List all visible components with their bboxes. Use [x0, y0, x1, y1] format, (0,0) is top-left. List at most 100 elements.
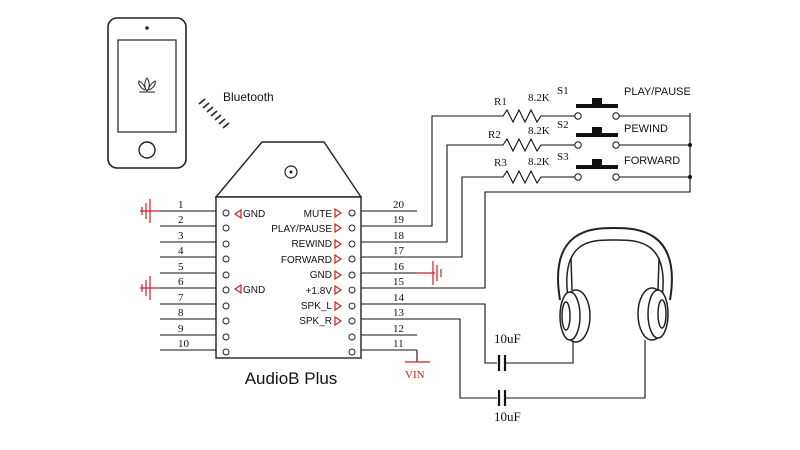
control-wires: [417, 113, 691, 399]
pin-2: 2: [160, 214, 230, 232]
right-pins: MUTE 20 PLAY/PAUSE 19 REWIND 18 FORWARD …: [271, 199, 417, 356]
pin-13: SPK_R 13: [299, 307, 417, 327]
pin-arrow-icon: [334, 222, 343, 234]
pin-1: 1: [160, 199, 230, 217]
svg-text:13: 13: [393, 307, 405, 319]
vin-connector: VIN: [405, 350, 430, 381]
resistor-r2: R2 8.2K: [488, 125, 570, 153]
svg-text:17: 17: [393, 245, 405, 257]
svg-text:SPK_R: SPK_R: [299, 316, 332, 327]
svg-text:GND: GND: [243, 285, 265, 296]
svg-text:15: 15: [393, 276, 405, 288]
svg-text:GND: GND: [310, 270, 332, 281]
svg-text:19: 19: [393, 214, 405, 226]
svg-text:R3: R3: [494, 157, 507, 169]
pin-19: PLAY/PAUSE 19: [271, 214, 417, 235]
pin-number: 6: [178, 276, 184, 288]
pin-arrow-icon: [233, 208, 242, 220]
pin-6: 6: [160, 276, 230, 294]
pin-16: GND 16: [310, 261, 417, 281]
pin-10: 10: [160, 338, 230, 356]
ground-symbol-icon: [140, 276, 160, 300]
switch-label: FORWARD: [624, 155, 680, 167]
pin-arrow-icon: [334, 269, 343, 281]
svg-text:PLAY/PAUSE: PLAY/PAUSE: [271, 224, 332, 235]
switch-s3: S3 FORWARD: [557, 151, 690, 181]
pin-6-gnd-label: GND: [233, 283, 265, 296]
vin-label: VIN: [405, 369, 425, 381]
bluetooth-signal-icon: [198, 98, 230, 129]
switch-label: PLAY/PAUSE: [624, 86, 691, 98]
ground-symbol-icon: [140, 199, 160, 223]
svg-text:+1.8V: +1.8V: [306, 286, 333, 297]
bluetooth-label: Bluetooth: [223, 90, 274, 104]
svg-text:S3: S3: [557, 151, 569, 163]
pin-9: 9: [160, 323, 230, 341]
svg-text:R2: R2: [488, 129, 501, 141]
svg-text:SPK_L: SPK_L: [301, 301, 333, 312]
lotus-logo-icon: [138, 77, 156, 93]
pin-5: 5: [160, 261, 230, 279]
pin-12: 12: [348, 323, 417, 341]
resistor-r1: R1 8.2K: [494, 92, 570, 124]
pin-15: +1.8V 15: [306, 276, 417, 297]
svg-text:12: 12: [393, 323, 404, 335]
pin-17: FORWARD 17: [281, 245, 417, 266]
pin-arrow-icon: [233, 283, 242, 295]
pin-7: 7: [160, 292, 230, 310]
pin-arrow-icon: [334, 284, 343, 296]
pin-number: 2: [178, 214, 184, 226]
svg-text:GND: GND: [243, 209, 265, 220]
svg-text:20: 20: [393, 199, 405, 211]
left-pins: 1 2 3 4 5 6 7 8: [160, 199, 230, 356]
smartphone: [107, 17, 187, 169]
pin-arrow-icon: [334, 300, 343, 312]
svg-text:8.2K: 8.2K: [528, 156, 550, 168]
pin-number: 4: [178, 245, 184, 257]
svg-text:11: 11: [393, 338, 404, 350]
pin-number: 3: [178, 230, 184, 242]
svg-text:14: 14: [393, 292, 405, 304]
capacitor-right: 10uF: [494, 340, 646, 424]
pin-arrow-icon: [334, 238, 343, 250]
pin-number: 1: [178, 199, 184, 211]
svg-text:FORWARD: FORWARD: [281, 255, 332, 266]
pin-8: 8: [160, 307, 230, 325]
pin-number: 9: [178, 323, 184, 335]
pin-arrow-icon: [334, 207, 343, 219]
ground-symbol-icon: [417, 261, 442, 285]
svg-text:MUTE: MUTE: [304, 209, 333, 220]
switch-rail-dots: [688, 143, 692, 179]
headphones-icon: [557, 226, 673, 343]
pin-number: 7: [178, 292, 184, 304]
svg-text:10uF: 10uF: [494, 409, 521, 424]
svg-text:S2: S2: [557, 119, 569, 131]
audiob-module: [214, 141, 363, 359]
pin-14: SPK_L 14: [301, 292, 417, 312]
svg-text:REWIND: REWIND: [291, 239, 332, 250]
svg-text:8.2K: 8.2K: [528, 125, 550, 137]
pin-11: 11: [348, 338, 417, 356]
switch-s1: S1 PLAY/PAUSE: [557, 85, 691, 120]
resistor-r3: R3 8.2K: [494, 156, 570, 185]
pin-1-gnd-label: GND: [233, 208, 265, 220]
switch-s2: S2 PEWIND: [557, 119, 690, 149]
pin-18: REWIND 18: [291, 230, 417, 250]
pin-20: MUTE 20: [304, 199, 417, 220]
pin-4: 4: [160, 245, 230, 263]
capacitor-left: 10uF: [494, 331, 574, 371]
svg-text:10uF: 10uF: [494, 331, 521, 346]
module-name: AudioB Plus: [245, 369, 338, 388]
pin-number: 5: [178, 261, 184, 273]
pin-3: 3: [160, 230, 230, 248]
svg-text:18: 18: [393, 230, 405, 242]
pin-arrow-icon: [334, 315, 343, 327]
svg-text:S1: S1: [557, 85, 569, 97]
svg-text:8.2K: 8.2K: [528, 92, 550, 104]
pin-number: 10: [178, 338, 190, 350]
svg-text:16: 16: [393, 261, 405, 273]
pin-number: 8: [178, 307, 184, 319]
pin-arrow-icon: [334, 253, 343, 265]
switch-label: PEWIND: [624, 123, 668, 135]
